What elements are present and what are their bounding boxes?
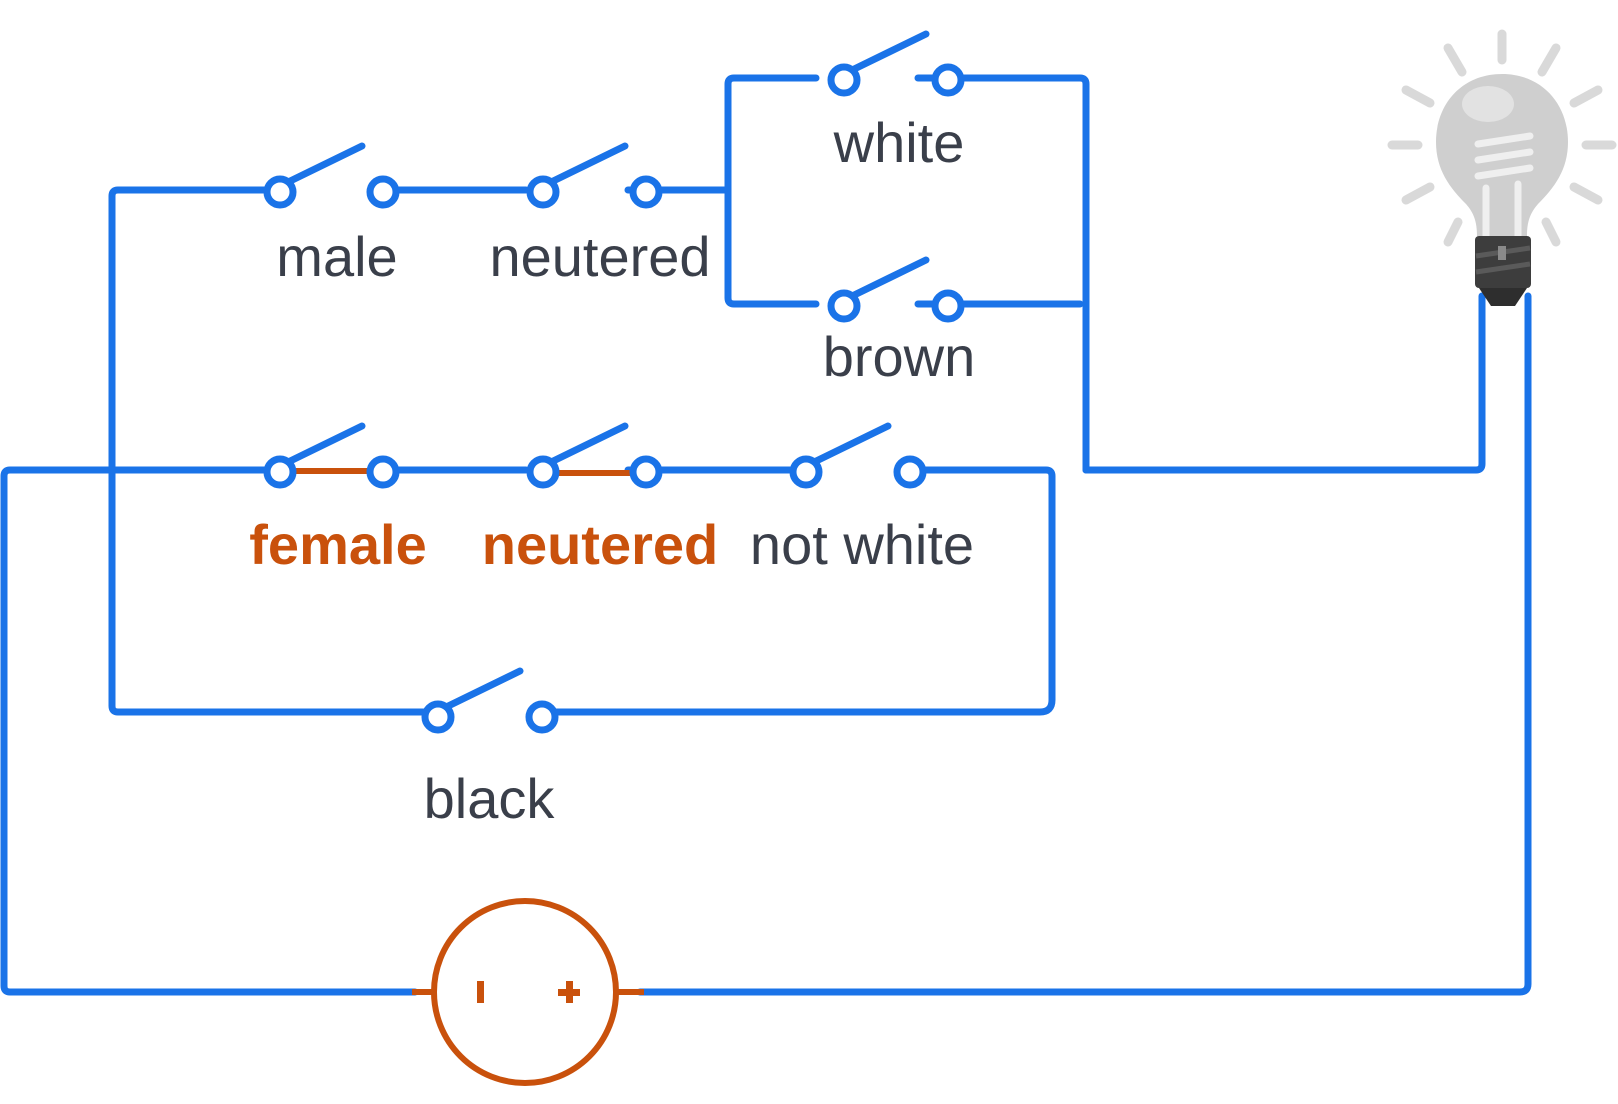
switch-terminal-left [263,175,297,209]
battery-body [431,898,619,1086]
switch-terminal-right [366,455,400,489]
label-female: female [249,513,426,576]
switch-terminal-left [421,700,455,734]
switch-blade [840,30,930,78]
battery-minus-mark [477,981,484,1003]
wire-top-left [108,186,274,474]
switch-terminal-right [525,700,559,734]
switch-blade [840,256,930,304]
switch-terminal-left [827,63,861,97]
switch-blade [539,422,629,470]
wire-white-left [724,74,820,194]
switch-terminal-right [629,455,663,489]
switch-terminal-left [526,455,560,489]
wires [0,74,1532,996]
switch-blade [802,422,892,470]
switch-female[interactable] [263,422,400,489]
bulb-highlight [1462,86,1514,122]
switch-terminal-left [827,289,861,323]
switch-blade [539,142,629,190]
switch-terminal-left [526,175,560,209]
switch-not-white[interactable] [789,422,927,489]
wire-notwhite-right [536,466,1056,716]
switch-male[interactable] [263,142,400,209]
switch-terminal-right [931,63,965,97]
wire-battery-left [0,466,419,996]
label-not-white: not white [750,513,974,576]
light-bulb-icon [1387,29,1617,306]
switch-terminal-right [629,175,663,209]
switch-blade [434,667,524,715]
label-neutered-bottom: neutered [482,513,719,576]
switch-terminal-right [366,175,400,209]
switch-terminal-right [931,289,965,323]
switch-terminal-left [263,455,297,489]
label-male: male [276,225,397,288]
bulb-base [1475,236,1531,288]
wire-to-lamp [1082,292,1486,474]
switch-neutered-bottom[interactable] [526,422,663,489]
wire-white-right [914,74,1090,474]
switch-blade [276,422,366,470]
label-brown: brown [823,325,976,388]
bulb-filament [1474,132,1534,240]
switch-blade [276,142,366,190]
label-neutered-top: neutered [489,225,710,288]
bulb-base-window [1498,246,1506,260]
switch-terminal-right [893,455,927,489]
bulb-tip [1479,288,1527,306]
label-white: white [833,111,965,174]
battery-icon [412,898,644,1086]
wire-brown-left [724,186,820,308]
switch-white[interactable] [827,30,965,97]
switch-black[interactable] [421,667,559,734]
switch-neutered-top[interactable] [526,142,663,209]
wire-battery-right [636,292,1532,996]
label-black: black [424,767,556,830]
bulb-rays [1387,29,1617,247]
battery-plus-mark-v [566,981,573,1003]
wire-black-left [108,466,440,716]
switch-terminal-left [789,455,823,489]
switch-brown[interactable] [827,256,965,323]
